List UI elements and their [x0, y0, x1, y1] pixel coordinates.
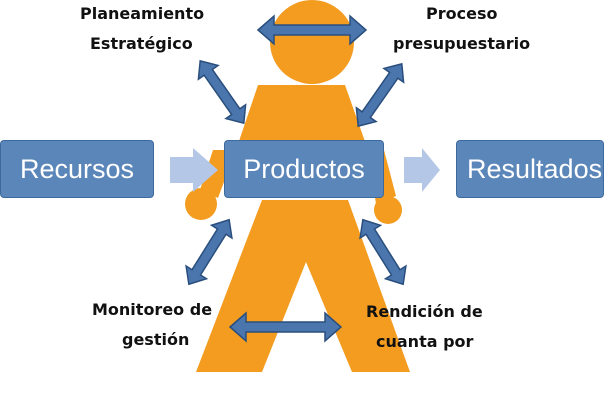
flow-arrow-right [404, 148, 440, 192]
label-proceso-line2: presupuestario [393, 34, 531, 53]
double-arrow-bottom-left [185, 218, 233, 286]
box-productos: Productos [224, 140, 384, 198]
double-arrow-top-right [355, 62, 405, 128]
figure-head [270, 0, 354, 84]
figure-torso [236, 85, 368, 150]
label-planeamiento-line1: Planeamiento [80, 4, 205, 23]
figure-right-hand [374, 196, 402, 224]
double-arrow-top-left [197, 59, 247, 125]
box-resultados: Resultados [456, 140, 604, 198]
label-rendicion-line2: cuanta por [376, 332, 474, 351]
label-planeamiento-line2: Estratégico [90, 34, 193, 53]
double-arrow-top [256, 14, 368, 46]
label-proceso-line1: Proceso [426, 4, 498, 23]
label-rendicion-line1: Rendición de [366, 302, 483, 321]
double-arrow-bottom-right [359, 218, 407, 286]
flow-arrow-left [170, 148, 218, 192]
box-recursos: Recursos [0, 140, 154, 198]
label-monitoreo-line1: Monitoreo de [92, 300, 213, 319]
double-arrow-bottom [228, 311, 343, 343]
label-monitoreo-line2: gestión [122, 330, 190, 349]
figure-left-hand [185, 188, 217, 220]
